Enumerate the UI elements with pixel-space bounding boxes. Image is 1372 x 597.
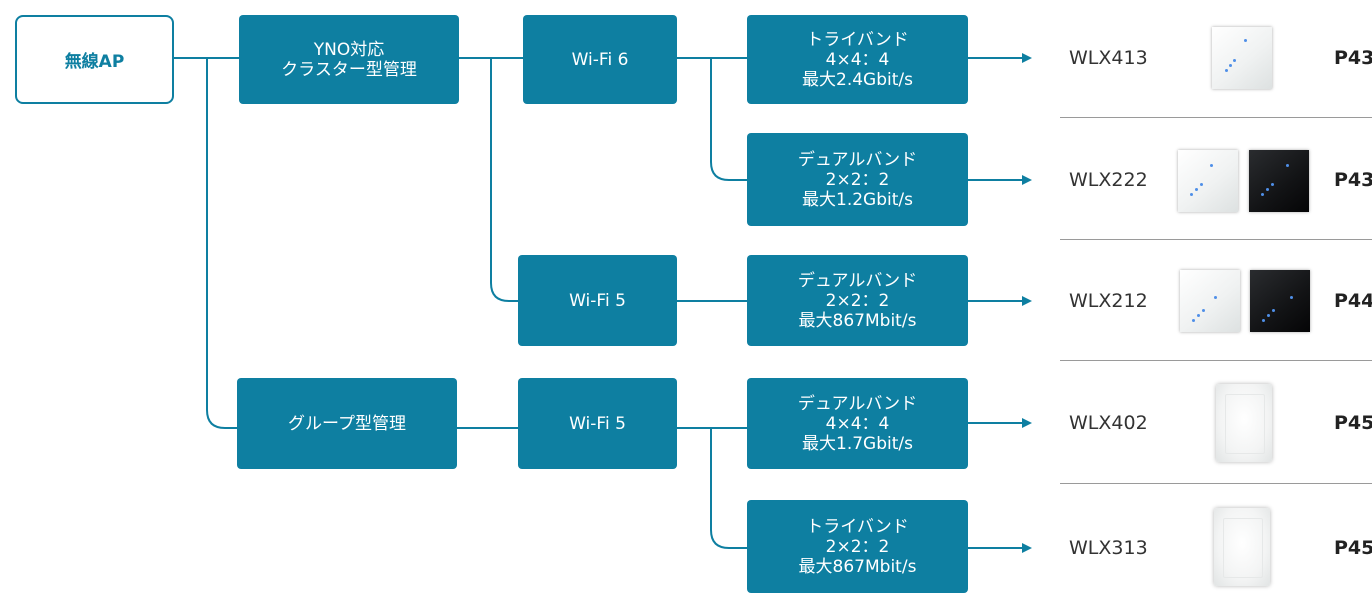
standard-node-label: Wi-Fi 5 [569, 413, 626, 434]
black-square-ap-image [1250, 270, 1310, 332]
management-node-label: グループ型管理 [288, 413, 406, 434]
page-reference: P43 [1334, 169, 1372, 191]
white-square-ap-image [1178, 150, 1238, 212]
product-model-name: WLX212 [1069, 290, 1148, 312]
arrowhead [1022, 175, 1032, 185]
band-node-5: トライバンド 2×2：2 最大867Mbit/s [747, 500, 968, 593]
band-node-label: トライバンド 4×4：4 最大2.4Gbit/s [802, 29, 913, 90]
band-node-1: トライバンド 4×4：4 最大2.4Gbit/s [747, 15, 968, 104]
row-separator [1060, 483, 1372, 484]
page-reference: P45 [1334, 537, 1372, 559]
standard-node-label: Wi-Fi 6 [571, 49, 629, 70]
band-node-label: デュアルバンド 4×4：4 最大1.7Gbit/s [797, 393, 918, 454]
arrowhead [1022, 543, 1032, 553]
band-node-label: トライバンド 2×2：2 最大867Mbit/s [798, 516, 917, 577]
band-node-label: デュアルバンド 2×2：2 最大867Mbit/s [797, 270, 918, 331]
white-ceiling-ap-image [1216, 384, 1272, 462]
band-node-2: デュアルバンド 2×2：2 最大1.2Gbit/s [747, 133, 968, 226]
black-square-ap-image [1249, 150, 1309, 212]
page-reference: P43 [1334, 47, 1372, 69]
management-node-cluster: YNO対応 クラスター型管理 [239, 15, 459, 104]
page-reference: P44 [1334, 290, 1372, 312]
product-model-name: WLX402 [1069, 412, 1148, 434]
standard-node-label: Wi-Fi 5 [569, 290, 626, 311]
white-square-ap-image [1212, 27, 1272, 89]
connector-cluster-to-wifi5 [490, 58, 518, 302]
page-reference: P45 [1334, 412, 1372, 434]
row-separator [1060, 360, 1372, 361]
arrowhead [1022, 296, 1032, 306]
white-square-ap-image [1180, 270, 1240, 332]
product-model-name: WLX313 [1069, 537, 1148, 559]
band-node-4: デュアルバンド 4×4：4 最大1.7Gbit/s [747, 378, 968, 469]
arrowhead [1022, 53, 1032, 63]
white-ceiling-ap-image [1214, 508, 1270, 586]
connector-root-to-group [206, 58, 237, 429]
management-node-label: YNO対応 クラスター型管理 [281, 39, 417, 80]
product-model-name: WLX413 [1069, 47, 1148, 69]
row-separator [1060, 117, 1372, 118]
band-node-label: デュアルバンド 2×2：2 最大1.2Gbit/s [797, 149, 918, 210]
band-node-3: デュアルバンド 2×2：2 最大867Mbit/s [747, 255, 968, 346]
arrowhead [1022, 418, 1032, 428]
root-node-label: 無線AP [64, 52, 125, 72]
standard-node-wifi5-cluster: Wi-Fi 5 [518, 255, 677, 346]
product-model-name: WLX222 [1069, 169, 1148, 191]
standard-node-wifi5-group: Wi-Fi 5 [518, 378, 677, 469]
connector-wifi6-to-dual [710, 58, 747, 181]
management-node-group: グループ型管理 [237, 378, 457, 469]
connector-wifi5-to-tri-2x2 [710, 428, 747, 549]
standard-node-wifi6: Wi-Fi 6 [523, 15, 677, 104]
root-node-wireless-ap: 無線AP [15, 15, 174, 104]
row-separator [1060, 239, 1372, 240]
